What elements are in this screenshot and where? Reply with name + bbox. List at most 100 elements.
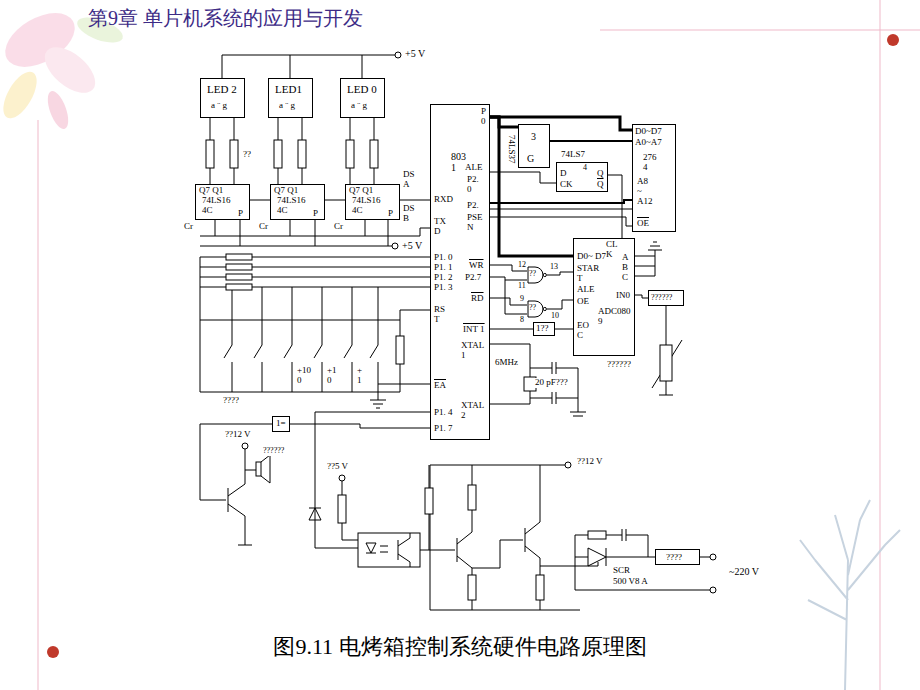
pin-label: G	[527, 153, 534, 164]
pin-label: ??	[529, 270, 536, 279]
petal	[37, 38, 104, 101]
pin-label: RXD	[434, 195, 453, 205]
signal-label: 9	[519, 295, 525, 304]
pin-label: 74LS16 4C	[277, 196, 311, 216]
terminal	[710, 587, 716, 593]
chip-box: LED 2a ¨ g	[200, 78, 245, 118]
caption-text: 图9.11 电烤箱控制系统硬件电路原理图	[269, 634, 650, 659]
signal-label: ??5 V	[326, 462, 349, 472]
signal-label: Cr	[258, 222, 269, 232]
slide-title: 第9章 单片机系统的应用与开发	[88, 5, 363, 32]
pin-label: LED 0	[347, 83, 377, 95]
pin-label: OE	[637, 219, 649, 229]
pin-label: IN0	[616, 291, 630, 301]
signal-label: ??????	[606, 360, 632, 370]
pin-label: Q	[597, 180, 604, 190]
buzzer-driver	[200, 424, 272, 545]
signal-label: ????	[222, 396, 240, 406]
resistor-symbol	[298, 140, 306, 168]
resistor-pack	[226, 264, 252, 270]
terminal	[242, 443, 248, 449]
signal-label: 12	[517, 261, 527, 270]
signal-label: SCR	[612, 566, 631, 576]
key-switch	[224, 287, 378, 392]
pin-label: Q7 Q1	[349, 186, 373, 196]
thermistor-symbol	[660, 345, 672, 381]
signal-label: 13	[549, 263, 559, 272]
pin-label: 4	[583, 164, 587, 173]
pin-label: INT 1	[463, 325, 485, 335]
pin-label: 1??	[536, 324, 549, 334]
signal-label: 10	[550, 312, 560, 321]
terminal	[392, 243, 398, 249]
signal-label: 500 V8 A	[612, 577, 649, 587]
connector-wire	[635, 295, 648, 298]
resistor-symbol	[370, 140, 378, 168]
resistor-symbol	[468, 575, 476, 600]
transistor-driver	[457, 465, 598, 610]
dot	[47, 646, 59, 658]
gate-bubble	[543, 273, 546, 276]
ground	[635, 242, 662, 276]
chip-box: Q7 Q174LS16 4CP	[345, 184, 400, 220]
signal-label: ??12 V	[224, 430, 252, 440]
connector-wire	[550, 140, 632, 142]
pin-label: EO C	[577, 321, 591, 341]
pin-label: LED1	[275, 83, 302, 95]
signal-label: +5 V	[401, 240, 423, 251]
pin-label: XTAL 2	[461, 401, 485, 421]
crystal-circuit	[490, 344, 586, 416]
wire	[200, 310, 430, 408]
pin-label: LED 2	[207, 83, 237, 95]
petal	[0, 66, 43, 123]
figure-caption: 图9.11 电烤箱控制系统硬件电路原理图	[0, 632, 920, 662]
pin-label: ALE	[465, 163, 483, 173]
pin-label: 74LS16 4C	[352, 196, 386, 216]
chip-box: ????	[655, 549, 700, 565]
terminal	[710, 554, 716, 560]
petal	[44, 88, 73, 131]
chip-box: LED1a ¨ g	[268, 78, 313, 118]
pin-label: CL K	[606, 240, 620, 260]
border-line	[38, 0, 920, 690]
pin-label: Q	[597, 169, 604, 179]
pin-label: WR	[469, 261, 484, 271]
thermistor-wire	[652, 306, 682, 395]
pin-label: P1. 2	[434, 273, 453, 283]
pin-label: P1. 3	[434, 283, 453, 293]
signal-label: ??12 V	[576, 457, 604, 467]
signal-label: +5 V	[404, 48, 426, 59]
connector-wire	[490, 200, 632, 203]
terminal	[339, 475, 345, 481]
pin-label: D0~D7	[635, 127, 662, 137]
pin-label: P1. 7	[434, 424, 453, 434]
resistor-pack	[226, 284, 252, 290]
pin-label: P2.	[467, 201, 479, 211]
terminal	[395, 52, 401, 58]
supply-rail	[200, 220, 392, 246]
pin-label: 1=	[276, 419, 286, 429]
pin-label: CK	[560, 180, 573, 190]
port-wire	[200, 257, 430, 392]
chip-box: Q7 Q174LS16 4CP	[195, 184, 250, 220]
optocoupler-box	[358, 533, 420, 567]
pin-label: P	[238, 209, 243, 219]
signal-label: + 1	[356, 366, 366, 386]
pin-label: ADC080 9	[598, 307, 634, 327]
resistor-pack	[226, 254, 252, 260]
pin-label: XTAL 1	[461, 341, 485, 361]
chip-box: D0~D7A0~A7276 4A8 ~ A12OE	[632, 124, 676, 232]
signal-label: ??????	[262, 447, 285, 456]
dot	[887, 34, 899, 46]
chip-box: ??????	[648, 290, 684, 306]
pin-label: RD	[471, 294, 484, 304]
chip-box: 1??	[533, 322, 555, 336]
gate-outline	[528, 301, 543, 317]
pin-label: ??????	[651, 294, 672, 303]
terminal	[565, 462, 571, 468]
gate-outline	[528, 267, 543, 283]
resistor-symbol	[536, 575, 544, 600]
signal-label: 11	[517, 282, 527, 291]
pin-label: a ¨ g	[351, 101, 367, 111]
resistor-symbol	[425, 488, 433, 514]
